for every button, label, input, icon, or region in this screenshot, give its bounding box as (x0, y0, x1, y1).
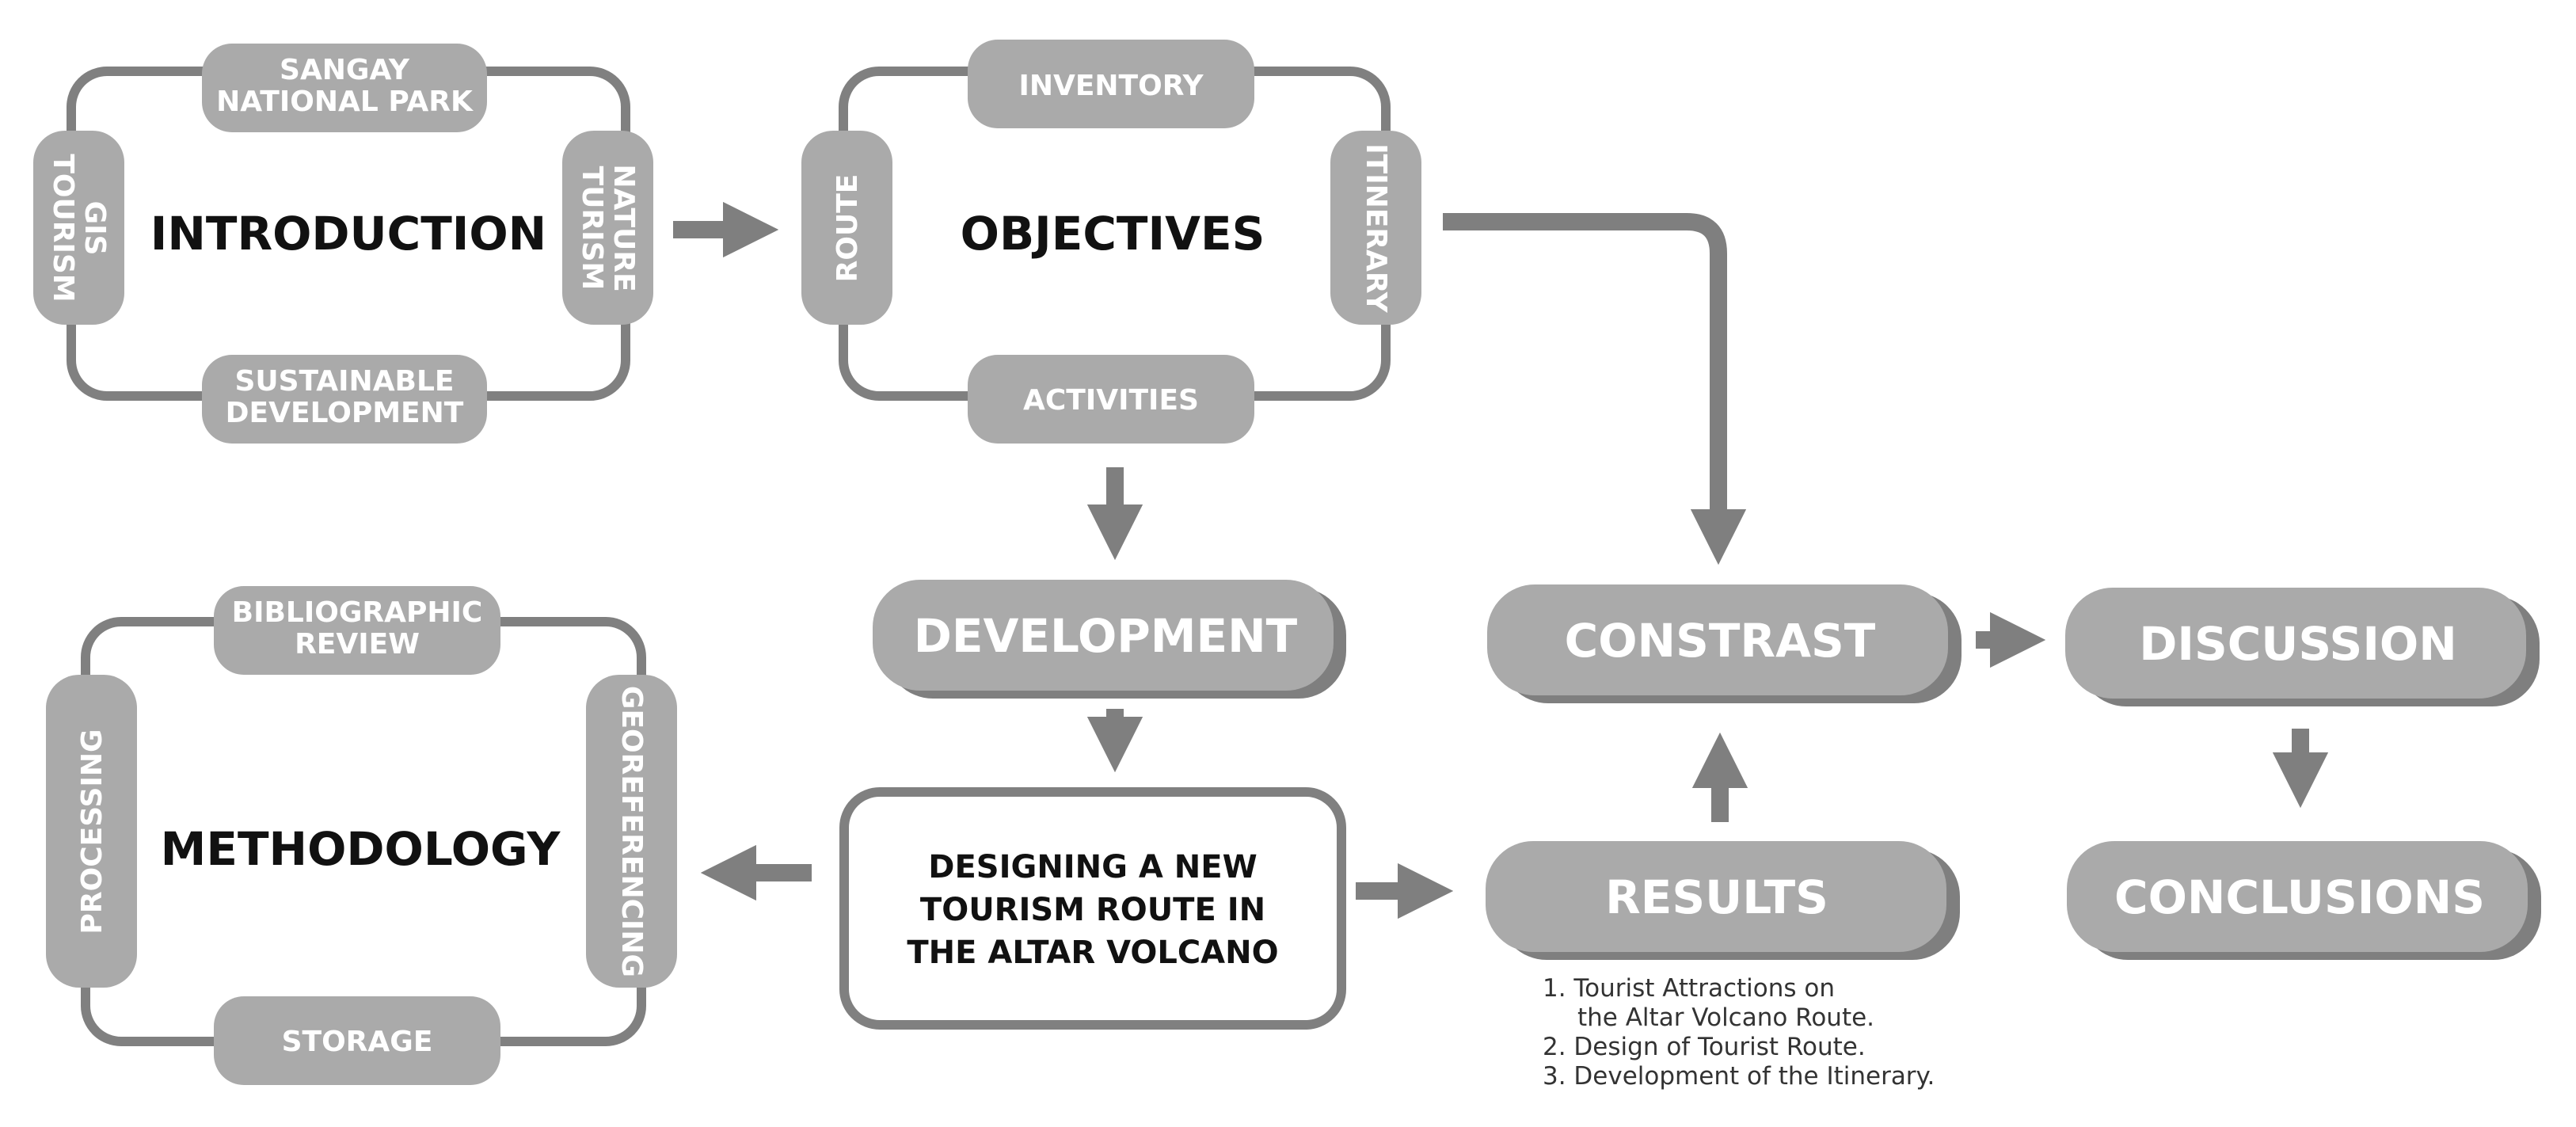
pill-label: STORAGE (282, 1026, 433, 1058)
methodology-title: METHODOLOGY (161, 822, 561, 876)
results-note: 2. Design of Tourist Route. (1543, 1033, 1866, 1061)
pill-label: ACTIVITIES (1023, 384, 1199, 417)
pill-label: ROUTE (831, 174, 864, 283)
pill-label: GEOREFERENCING (615, 686, 648, 977)
constrast-pill: CONSTRAST (1487, 584, 1961, 703)
pill-label-line: NATIONAL PARK (216, 86, 474, 118)
pill-label-line: DEVELOPMENT (226, 397, 464, 429)
pill-activities: ACTIVITIES (968, 355, 1254, 444)
introduction-block: INTRODUCTION SANGAY NATIONAL PARK SUSTAI… (33, 44, 653, 444)
pill-nature-turism: NATURE TURISM (562, 131, 653, 325)
results-note: 1. Tourist Attractions on (1543, 974, 1835, 1003)
development-label: DEVELOPMENT (914, 609, 1298, 663)
results-pill: RESULTS (1486, 841, 1960, 960)
objectives-block: OBJECTIVES INVENTORY ACTIVITIES ROUTE IT… (801, 40, 1421, 444)
pill-label: PROCESSING (76, 729, 108, 934)
discussion-pill: DISCUSSION (2065, 588, 2540, 706)
pill-gis-tourism: GIS TOURISM (33, 131, 124, 325)
pill-inventory: INVENTORY (968, 40, 1254, 128)
pill-processing: PROCESSING (46, 675, 137, 988)
pill-label: INVENTORY (1018, 70, 1204, 102)
pill-label-line: BIBLIOGRAPHIC (232, 596, 483, 629)
pill-itinerary: ITINERARY (1330, 131, 1421, 325)
pill-route: ROUTE (801, 131, 892, 325)
pill-sangay-national-park: SANGAY NATIONAL PARK (202, 44, 487, 132)
methodology-block: METHODOLOGY BIBLIOGRAPHIC REVIEW STORAGE… (46, 586, 677, 1085)
arrow-itinerary-to-constrast (1443, 213, 1747, 565)
objectives-title: OBJECTIVES (961, 207, 1265, 261)
pill-label-line: TOURISM (47, 154, 79, 302)
introduction-title: INTRODUCTION (150, 207, 546, 261)
development-pill: DEVELOPMENT (873, 580, 1346, 699)
design-line: TOURISM ROUTE IN (920, 892, 1265, 928)
conclusions-pill: CONCLUSIONS (2067, 841, 2541, 960)
pill-label-line: SANGAY (280, 54, 410, 86)
pill-label: ITINERARY (1360, 143, 1392, 313)
pill-label-line: REVIEW (295, 628, 420, 661)
design-line: DESIGNING A NEW (928, 849, 1257, 885)
results-note: the Altar Volcano Route. (1577, 1003, 1874, 1032)
constrast-label: CONSTRAST (1565, 614, 1876, 668)
results-note: 3. Development of the Itinerary. (1543, 1062, 1935, 1091)
pill-georeferencing: GEOREFERENCING (586, 675, 677, 988)
discussion-label: DISCUSSION (2139, 617, 2457, 671)
pill-bibliographic-review: BIBLIOGRAPHIC REVIEW (214, 586, 500, 675)
results-label: RESULTS (1605, 870, 1828, 924)
pill-label-line: GIS (78, 201, 111, 256)
pill-label-line: NATURE (607, 164, 640, 291)
design-box: DESIGNING A NEW TOURISM ROUTE IN THE ALT… (839, 787, 1346, 1030)
conclusions-label: CONCLUSIONS (2114, 870, 2485, 924)
pill-label-line: SUSTAINABLE (234, 365, 454, 398)
pill-sustainable-development: SUSTAINABLE DEVELOPMENT (202, 355, 487, 444)
pill-storage: STORAGE (214, 996, 500, 1085)
results-notes: 1. Tourist Attractions on the Altar Volc… (1543, 974, 1935, 1091)
design-line: THE ALTAR VOLCANO (907, 935, 1278, 971)
pill-label-line: TURISM (576, 166, 608, 291)
